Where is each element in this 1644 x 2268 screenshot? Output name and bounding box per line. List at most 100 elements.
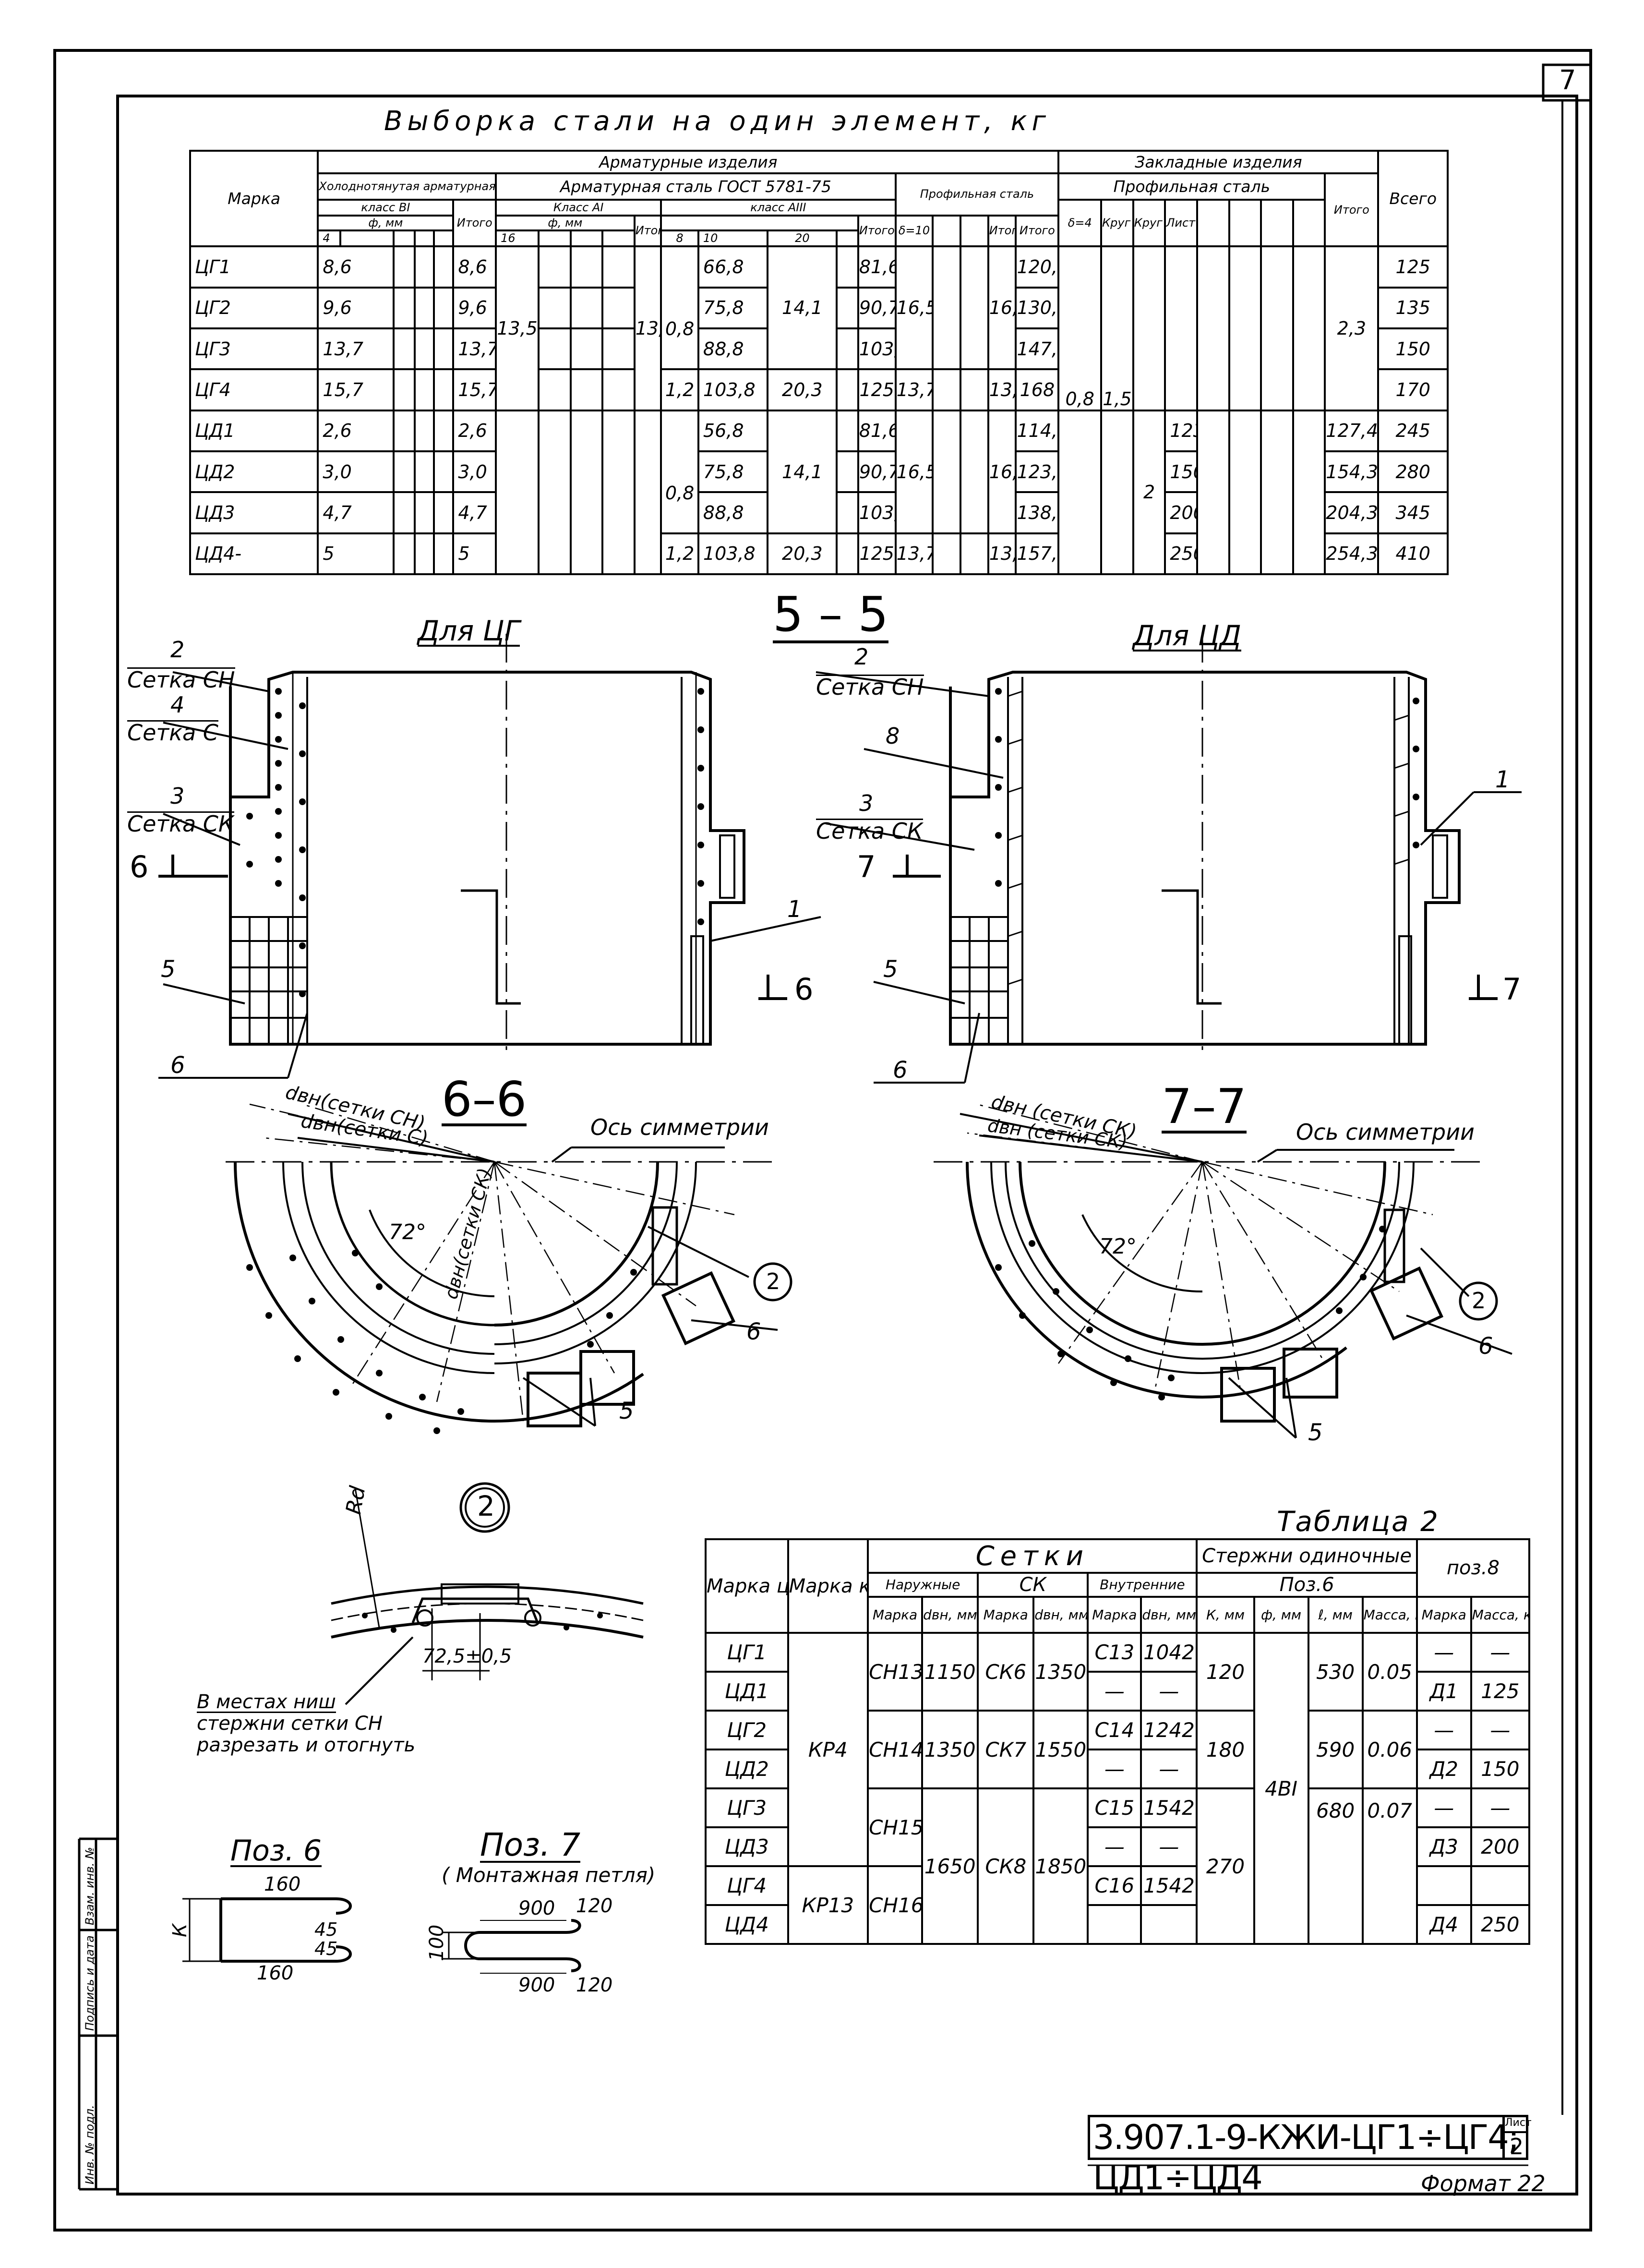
th-total-e: Итого (1324, 172, 1380, 248)
pos7-dim-a: 900 (518, 1897, 555, 1919)
detail-note-2: стержни сетки СН (197, 1713, 383, 1735)
dots-66 (246, 1250, 637, 1434)
pos7-dim-b: 120 (576, 1895, 613, 1917)
section-mark-6-right: 6 (794, 972, 814, 1007)
label-1-left: 1 (787, 896, 802, 923)
label-2-right: 2 (854, 644, 869, 670)
rebar-dots-left (246, 688, 704, 997)
label-5-left: 5 (161, 956, 176, 983)
pos6-title: Поз. 6 (230, 1834, 322, 1868)
node-2-66: 2 (766, 1268, 780, 1294)
label-8-right: 8 (886, 723, 900, 749)
angle-77: 72° (1099, 1234, 1137, 1259)
label-3-left: 3 (170, 783, 185, 809)
label-setka-sn-left: Сетка СН (127, 667, 235, 693)
sheet-number-box: Лист 2 (1502, 2115, 1532, 2160)
table-row: ЦД4-5 5 1,2 103,8 20,3 125 13,7 13,7 157… (189, 532, 1449, 576)
th-total-a1: Итого (633, 214, 662, 248)
label-5-77: 5 (1308, 1419, 1323, 1446)
th-d20: 20 (767, 229, 838, 248)
detail-note-3: разрезать и отогнуть (197, 1734, 416, 1756)
th-class-a3: класс АIII (660, 198, 897, 217)
pos7-dim-c: 900 (518, 1974, 555, 1996)
th-sk: СК (977, 1572, 1089, 1598)
label-setka-sn-right: Сетка СН (816, 674, 924, 700)
section-66-title: 6–6 (442, 1071, 527, 1127)
label-2-left: 2 (170, 637, 185, 663)
th-poz6: Поз.6 (1196, 1572, 1418, 1598)
section-55-right (949, 634, 1461, 1056)
th-setki: Сетки (867, 1538, 1198, 1574)
label-1-right: 1 (1495, 766, 1510, 793)
axis-label-66: Ось симметрии (590, 1114, 769, 1140)
th-d10: 10 (697, 229, 769, 248)
detail-note-1: В местах ниш (197, 1691, 336, 1713)
section-55-left (229, 634, 745, 1056)
th-embedded: Закладные изделия (1057, 149, 1380, 175)
th-delta10: δ=10 (894, 214, 934, 248)
pos6-dim-a: 160 (264, 1873, 301, 1895)
steel-table: Марка Арматурные изделия Закладные издел… (189, 149, 1449, 576)
section-55-title: 5 – 5 (773, 586, 888, 643)
pos7-dim-d: 120 (576, 1974, 613, 1996)
th-d16: 16 (495, 229, 540, 248)
th-vsego: Всего (1377, 149, 1449, 248)
th-naruzhnye: Наружные (867, 1572, 979, 1598)
pos6-dim-b: 160 (257, 1962, 294, 1984)
th-marka: Марка (189, 149, 319, 248)
section-77-title: 7–7 (1162, 1078, 1247, 1134)
sheet-label: Лист (1505, 2115, 1532, 2133)
pos7-subtitle: ( Монтажная петля) (442, 1863, 656, 1887)
label-6-left: 6 (170, 1052, 185, 1079)
for-cg-title: Для ЦГ (418, 615, 520, 647)
label-6-right: 6 (893, 1057, 908, 1084)
side-stamp-inv: Инв. № подл. (83, 2105, 96, 2184)
th-profile-steel: Профильная сталь (894, 172, 1060, 217)
th-list-d4: Лист δ=4 (1164, 198, 1198, 248)
th-e-delta4: δ=4 (1057, 198, 1103, 248)
th-vnutrennie: Внутренние (1087, 1572, 1198, 1598)
pos7-title: Поз. 7 (480, 1826, 581, 1863)
pos7-dim-h: 100 (426, 1924, 448, 1961)
pos6-dim-c: 45 (314, 1919, 338, 1940)
side-stamp-sign: Подпись и дата (83, 1935, 96, 2031)
for-cd-title: Для ЦД (1133, 619, 1242, 652)
section-mark-7-right: 7 (1502, 972, 1522, 1007)
th-dia: ф, мм (317, 214, 455, 232)
label-setka-sk-right: Сетка СК (816, 818, 923, 844)
label-3-right: 3 (859, 790, 874, 816)
th-krug-v20: Круг В20 (1132, 198, 1166, 248)
dim-725: 72,5±0,5 (422, 1645, 512, 1667)
th-d8: 8 (660, 229, 699, 248)
th-profile-steel2: Профильная сталь (1057, 172, 1326, 201)
th-class-a1: Класс АI (495, 198, 662, 217)
th-reinf: Арматурные изделия (317, 149, 1060, 174)
table2: Марка царги Марка каркаса Сетки Стержни … (705, 1538, 1531, 1945)
axis-label-77: Ось симметрии (1296, 1119, 1475, 1145)
page-number: 7 (1559, 65, 1576, 96)
th-class-b1: класс ВI (317, 198, 455, 217)
label-5-66: 5 (619, 1398, 634, 1424)
format-label: Формат 22 (1421, 2171, 1546, 2196)
pos7-sketch (442, 1919, 581, 1974)
label-6-66: 6 (746, 1318, 761, 1345)
pos6-sketch (182, 1897, 352, 1963)
angle-66: 72° (389, 1220, 426, 1244)
label-5-right: 5 (883, 956, 898, 983)
th-sterzhni: Стержни одиночные (1196, 1538, 1418, 1574)
th-total-all: Итого (1015, 214, 1060, 248)
